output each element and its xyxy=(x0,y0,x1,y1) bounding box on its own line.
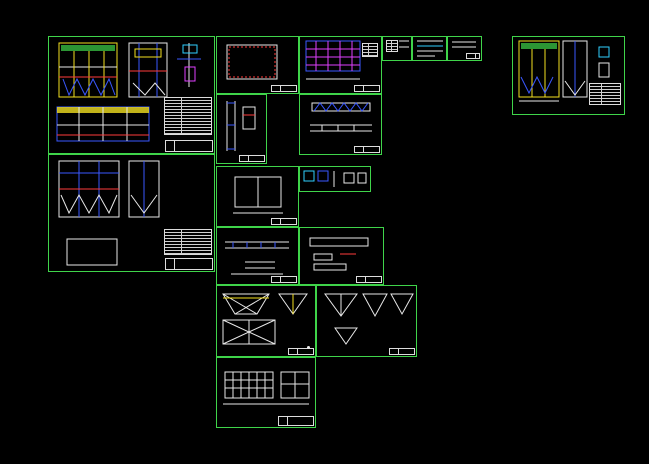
drawing-sheet-truss[interactable] xyxy=(299,94,382,155)
foundation-title-block xyxy=(271,218,297,225)
drawing-sheet-notes-3[interactable] xyxy=(412,36,447,61)
frame-title-block xyxy=(278,416,314,426)
notes-1-drawing xyxy=(305,40,361,80)
drawing-sheet-frame[interactable] xyxy=(216,357,316,428)
drawing-sheet-plate[interactable] xyxy=(299,227,384,285)
section-1-drawing xyxy=(226,101,256,151)
overview-right-table xyxy=(589,83,621,105)
drawing-sheet-detail-small[interactable] xyxy=(299,166,371,192)
drawing-sheet-overview-right[interactable] xyxy=(512,36,625,115)
hopper-1-drawing xyxy=(222,293,308,345)
grid-plan-drawing xyxy=(226,44,278,80)
drawing-sheet-main-plan[interactable] xyxy=(48,36,215,154)
main-plan-drawing xyxy=(56,42,201,142)
hopper-2-drawing xyxy=(324,293,414,345)
notes-2-drawing xyxy=(399,40,409,48)
notes-4-drawing xyxy=(452,41,476,48)
drawing-sheet-notes-1[interactable] xyxy=(299,36,382,94)
drawing-sheet-site-plan[interactable] xyxy=(48,154,215,272)
drawing-sheet-hopper-2[interactable] xyxy=(316,285,417,357)
notes-1-title-block xyxy=(354,85,380,92)
drawing-sheet-notes-2[interactable] xyxy=(382,36,412,61)
notes-4-title-block xyxy=(466,53,480,59)
drawing-sheet-section-1[interactable] xyxy=(216,94,267,164)
site-plan-drawing xyxy=(58,160,160,266)
beam-title-block xyxy=(271,276,297,283)
plate-title-block xyxy=(356,276,382,283)
truss-title-block xyxy=(354,146,380,153)
beam-drawing xyxy=(225,241,289,275)
section-1-title-block xyxy=(239,155,265,162)
main-plan-table xyxy=(164,97,212,135)
marker-dot xyxy=(307,346,310,349)
site-plan-table xyxy=(164,229,212,255)
notes-3-drawing xyxy=(417,40,443,57)
plate-drawing xyxy=(309,237,369,271)
main-plan-title-block xyxy=(165,140,213,152)
truss-drawing xyxy=(310,102,372,132)
grid-plan-title-block xyxy=(271,85,297,92)
drawing-sheet-hopper-1[interactable] xyxy=(216,285,316,357)
frame-drawing xyxy=(223,371,310,405)
notes-2-table xyxy=(386,40,398,52)
drawing-sheet-beam[interactable] xyxy=(216,227,299,285)
drawing-sheet-notes-4[interactable] xyxy=(447,36,482,61)
drawing-sheet-grid-plan[interactable] xyxy=(216,36,299,94)
detail-small-drawing xyxy=(303,170,367,187)
hopper-1-title-block xyxy=(288,348,314,355)
overview-right-drawing xyxy=(518,40,610,102)
hopper-2-title-block xyxy=(389,348,415,355)
site-plan-title-block xyxy=(165,258,213,270)
notes-1-table xyxy=(362,43,378,57)
drawing-sheet-foundation[interactable] xyxy=(216,166,299,227)
foundation-drawing xyxy=(233,176,283,214)
